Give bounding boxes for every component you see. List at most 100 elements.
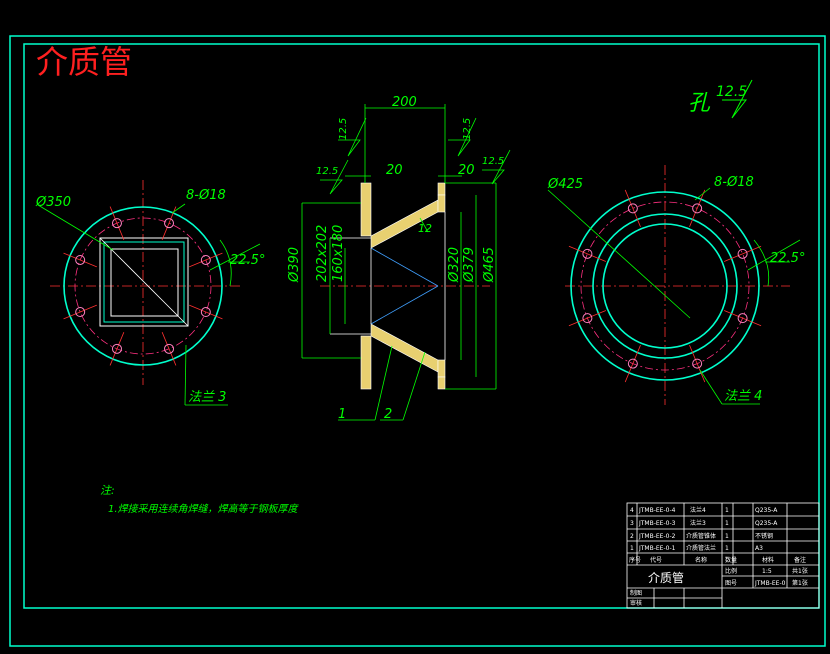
- title-block-scale-label: 比例: [725, 567, 737, 575]
- weld-size: 12: [418, 222, 432, 235]
- bolt-hole: [737, 248, 748, 259]
- bolt-hole: [164, 218, 175, 229]
- bom-header-remark: 备注: [794, 556, 806, 564]
- bom-header-name: 名称: [695, 556, 707, 564]
- left-flange-diameter: Ø350: [35, 195, 71, 210]
- notes-heading: 注:: [100, 484, 115, 497]
- hole-center-mark: [568, 245, 607, 262]
- hole-center-mark: [189, 252, 223, 268]
- right-flange-label: 法兰 4: [724, 389, 762, 404]
- bolt-hole: [75, 307, 86, 318]
- roughness-top-left: 12.5: [338, 118, 349, 140]
- hole-center-mark: [63, 252, 97, 268]
- bom-2-code: JTMB-EE-0-2: [638, 533, 676, 540]
- hole-center-mark: [624, 189, 641, 228]
- dim-d320: Ø320: [447, 247, 462, 283]
- bolt-hole: [200, 254, 211, 265]
- hole-roughness: 12.5: [716, 84, 747, 100]
- bolt-hole: [692, 358, 703, 369]
- bom-header-qty: 数量: [725, 556, 737, 564]
- bom-4-code: JTMB-EE-0-4: [638, 507, 676, 514]
- bolt-hole: [582, 313, 593, 324]
- title-block-sheet-no: 第1张: [792, 579, 808, 587]
- flange-thickness-right: 20: [458, 163, 475, 178]
- left-flange-label: 法兰 3: [188, 390, 226, 405]
- left-flange-view: [50, 180, 240, 385]
- right-flange-view: [565, 165, 790, 405]
- inner-frame: [23, 43, 820, 609]
- section-view: [320, 182, 490, 390]
- hole-center-mark: [63, 304, 97, 320]
- bom-3-code: JTMB-EE-0-3: [638, 520, 676, 527]
- bolt-hole: [111, 343, 122, 354]
- notes-line-1: 1.焊接采用连续角焊缝，焊高等于钢板厚度: [108, 503, 300, 515]
- bom-2-no: 2: [630, 533, 634, 540]
- bom-3-name: 法兰3: [690, 519, 706, 527]
- bom-4-qty: 1: [725, 507, 729, 514]
- part-number-2: 2: [384, 407, 392, 422]
- title-block-scale-value: 1:5: [762, 568, 772, 575]
- bom-3-qty: 1: [725, 520, 729, 527]
- title-block-checker: 审核: [630, 599, 642, 607]
- bom-1-mat: A3: [755, 545, 763, 552]
- title-block-designer: 制图: [630, 589, 642, 597]
- bom-1-name: 介质管法兰: [686, 544, 716, 552]
- roughness-top-right: 12.5: [462, 118, 473, 140]
- roughness-symbol-hole: [722, 79, 753, 119]
- bom-4-no: 4: [630, 507, 634, 514]
- roughness-mid-right: 12.5: [482, 156, 504, 167]
- hole-center-mark: [161, 332, 177, 366]
- bom-4-mat: Q235-A: [755, 507, 778, 514]
- bolt-hole: [627, 358, 638, 369]
- dim-d390: Ø390: [287, 247, 302, 283]
- bom-header-mat: 材料: [762, 556, 774, 564]
- bom-header-code: 代号: [650, 556, 662, 564]
- bom-4-name: 法兰4: [690, 506, 706, 514]
- bom-2-mat: 不锈钢: [755, 532, 773, 540]
- bolt-hole: [164, 343, 175, 354]
- dim-d465: Ø465: [482, 247, 497, 283]
- bolt-hole: [582, 248, 593, 259]
- left-flange-angle: 22.5°: [230, 253, 265, 268]
- roughness-mid-left: 12.5: [316, 166, 338, 177]
- bolt-hole: [692, 203, 703, 214]
- left-flange-holes: 8-Ø18: [186, 188, 226, 203]
- right-flange-diameter: Ø425: [547, 177, 583, 192]
- bolt-hole: [200, 307, 211, 318]
- right-flange-angle: 22.5°: [770, 251, 805, 266]
- title-block-drawing-no: JTMB-EE-0: [754, 580, 786, 587]
- drawing-title: 介质管: [36, 43, 132, 81]
- dim-square-inner: 160x180: [331, 225, 346, 282]
- dim-d379: Ø379: [462, 247, 477, 283]
- section-length: 200: [392, 95, 417, 110]
- dim-square-outer: 202x202: [315, 225, 330, 282]
- bom-header-no: 序号: [629, 556, 641, 564]
- title-block-sheet-count: 共1张: [792, 567, 808, 575]
- hole-center-mark: [723, 310, 762, 327]
- bom-3-mat: Q235-A: [755, 520, 778, 527]
- bom-1-code: JTMB-EE-0-1: [638, 545, 676, 552]
- hole-center-mark: [109, 206, 125, 240]
- right-flange-holes: 8-Ø18: [714, 175, 754, 190]
- part-number-1: 1: [338, 407, 346, 422]
- hole-center-mark: [189, 304, 223, 320]
- hole-center-mark: [689, 344, 706, 383]
- outer-frame: [9, 35, 826, 647]
- right-flange-dims: [547, 187, 801, 405]
- bolt-hole: [627, 203, 638, 214]
- bom-rows: 4 JTMB-EE-0-4 法兰4 1 Q235-A 3 JTMB-EE-0-3…: [629, 506, 806, 564]
- flange-thickness-left: 20: [386, 163, 403, 178]
- hole-center-mark: [723, 245, 762, 262]
- hole-label: 孔: [688, 91, 711, 116]
- section-dims: [301, 104, 511, 421]
- left-flange-dims: [37, 203, 261, 406]
- title-block-drawing-name: 介质管: [648, 570, 684, 585]
- title-block-drawing-no-label: 图号: [725, 580, 737, 587]
- hole-center-mark: [109, 332, 125, 366]
- bom-1-qty: 1: [725, 545, 729, 552]
- right-flange-bolt-holes: [568, 189, 762, 383]
- bom-3-no: 3: [630, 520, 634, 527]
- bolt-hole: [75, 254, 86, 265]
- hole-center-mark: [624, 344, 641, 383]
